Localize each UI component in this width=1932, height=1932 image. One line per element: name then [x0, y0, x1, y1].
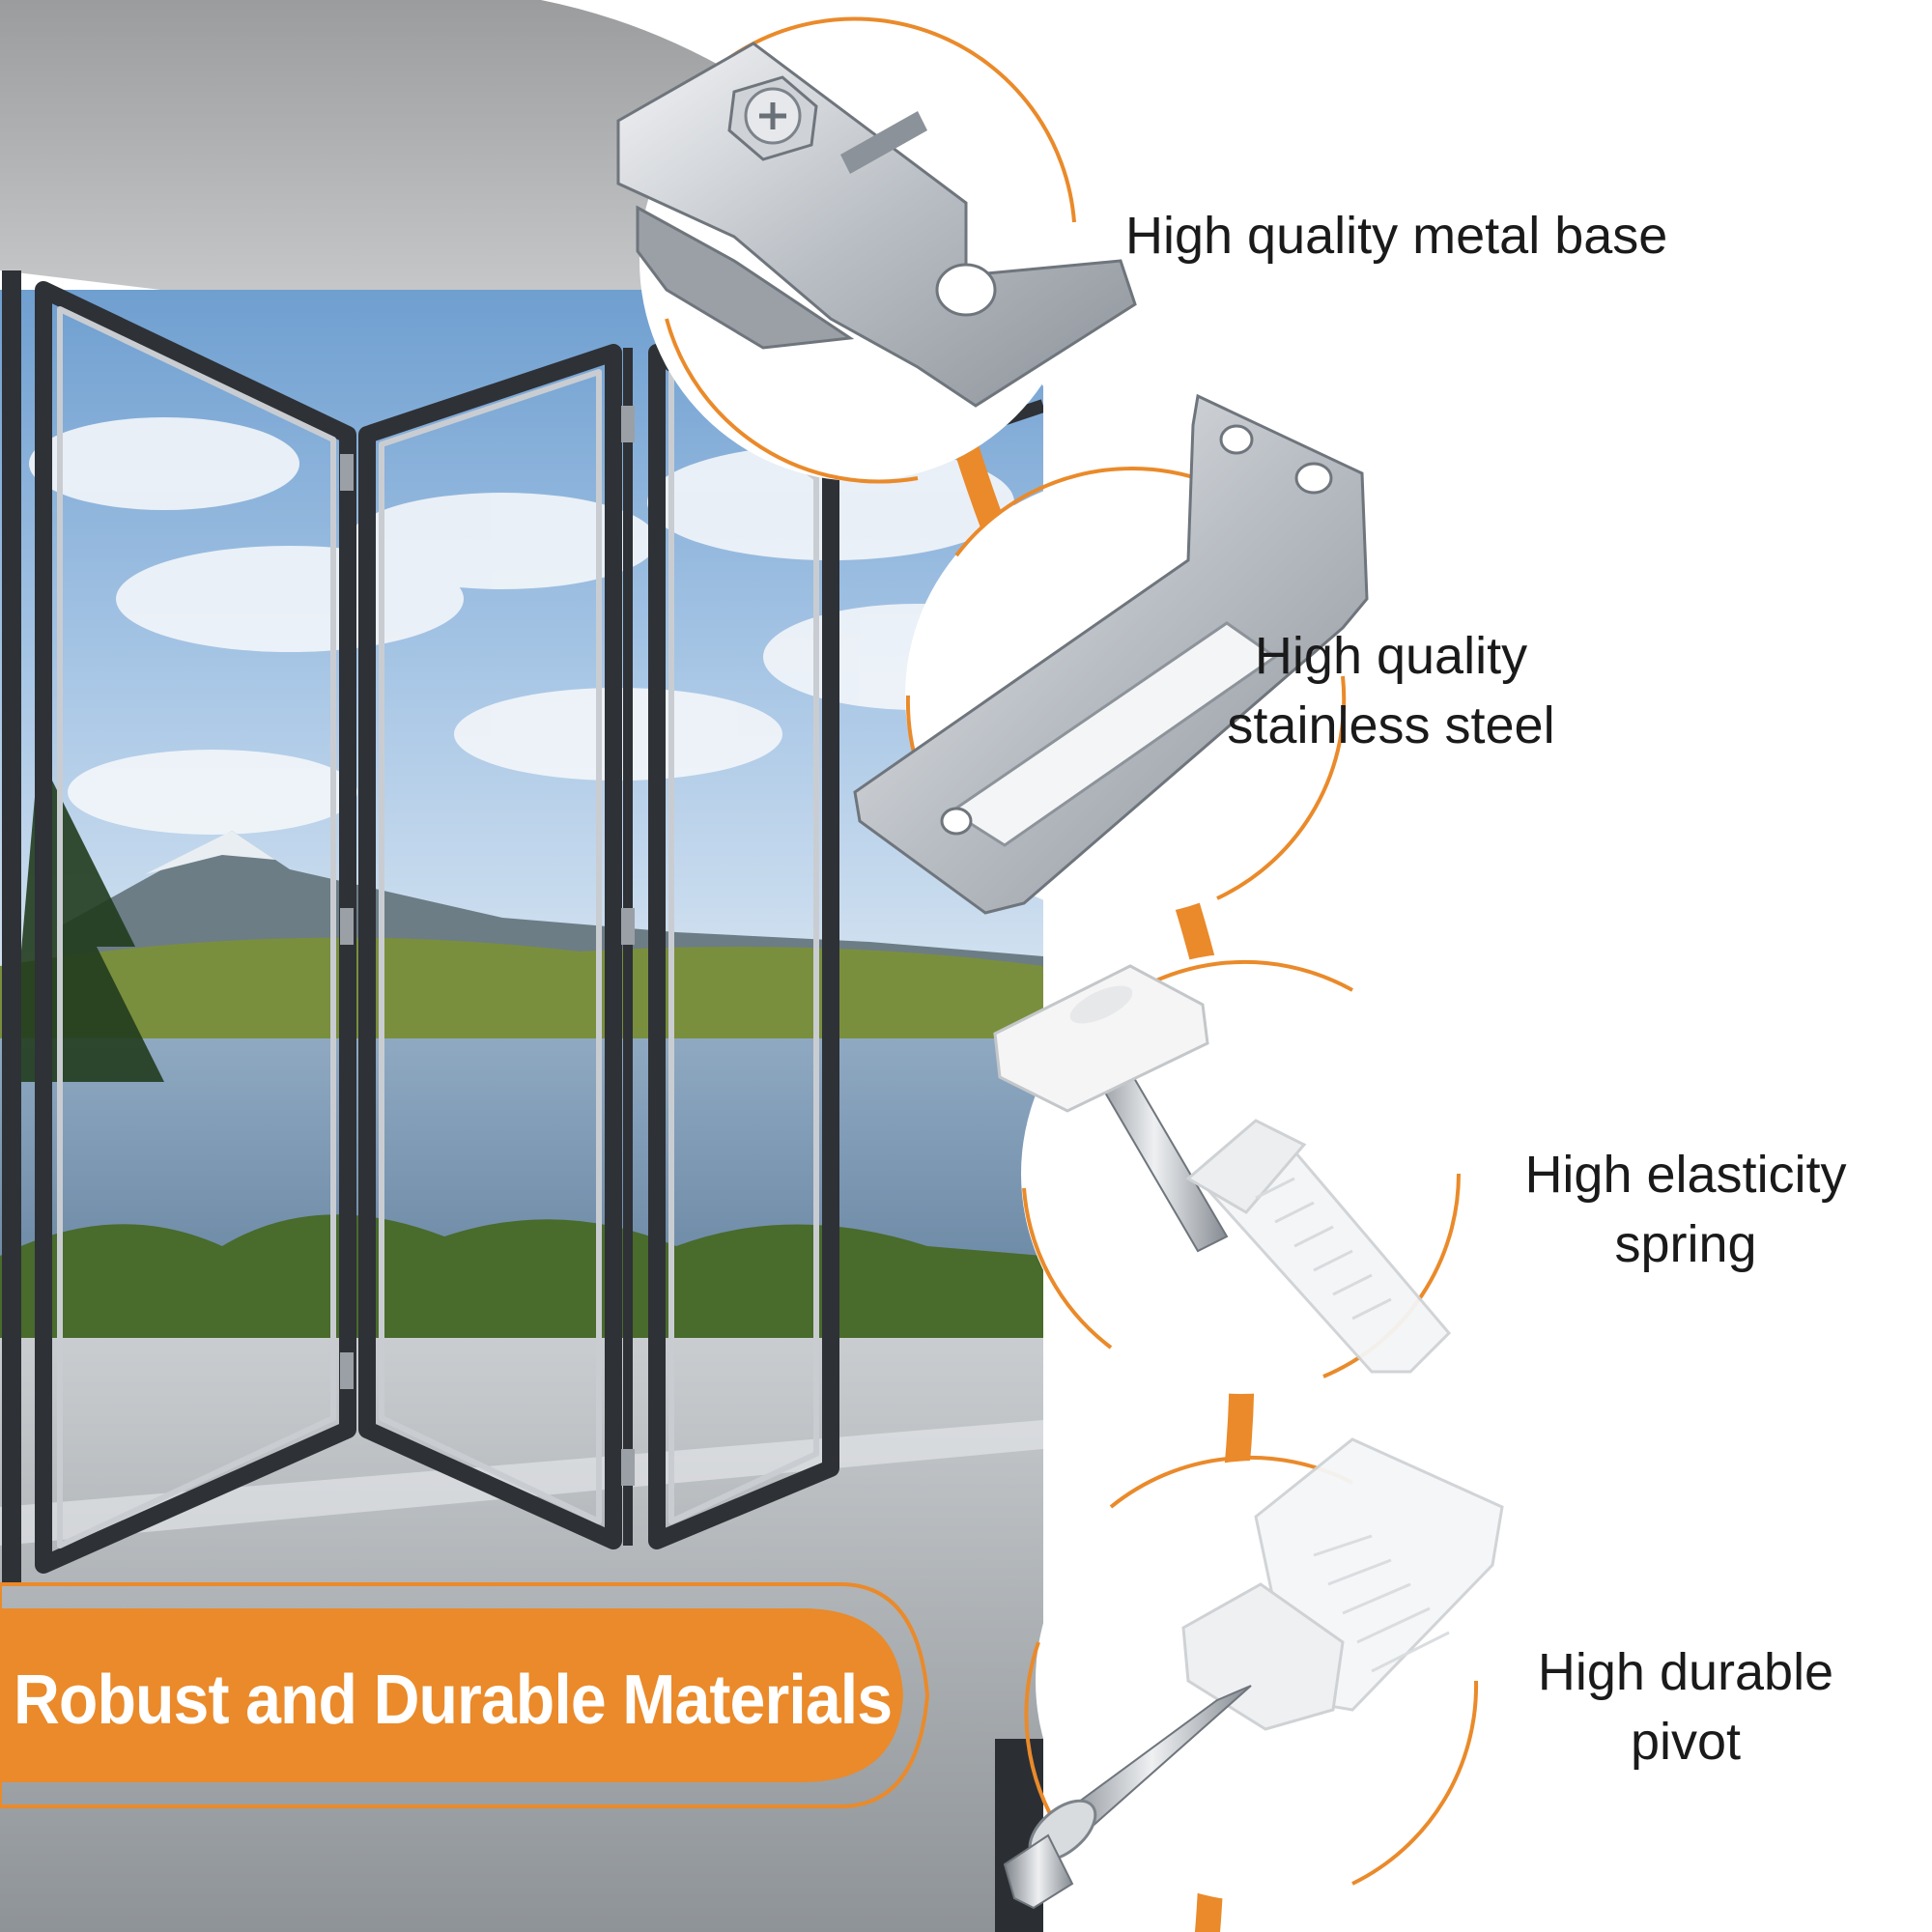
metal-base-part: [616, 42, 1137, 408]
feature-label-line: stainless steel: [1227, 696, 1555, 754]
feature-label-line: pivot: [1630, 1713, 1742, 1771]
circle-elastic-spring: [993, 953, 1462, 1394]
spring-part: [993, 964, 1452, 1374]
feature-label-durable-pivot: High durable pivot: [1473, 1637, 1898, 1776]
pivot-part: [1003, 1437, 1504, 1910]
feature-label-line: High quality: [1254, 627, 1528, 685]
feature-label-stainless-steel: High quality stainless steel: [1179, 621, 1604, 760]
feature-label-line: High elasticity: [1524, 1146, 1847, 1204]
feature-label-line: spring: [1614, 1215, 1757, 1273]
circle-metal-base: [616, 16, 1137, 484]
banner-title: Robust and Durable Materials: [14, 1662, 893, 1739]
circle-durable-pivot: [1003, 1437, 1504, 1910]
title-banner-shape: [0, 1582, 930, 1808]
feature-label-line: High quality metal base: [1125, 207, 1668, 265]
circle-stainless-steel: [853, 393, 1369, 916]
feature-label-line: High durable: [1537, 1643, 1834, 1701]
stainless-bracket-part: [853, 393, 1369, 915]
feature-label-metal-base: High quality metal base: [1125, 201, 1667, 270]
feature-label-elastic-spring: High elasticity spring: [1473, 1140, 1898, 1279]
